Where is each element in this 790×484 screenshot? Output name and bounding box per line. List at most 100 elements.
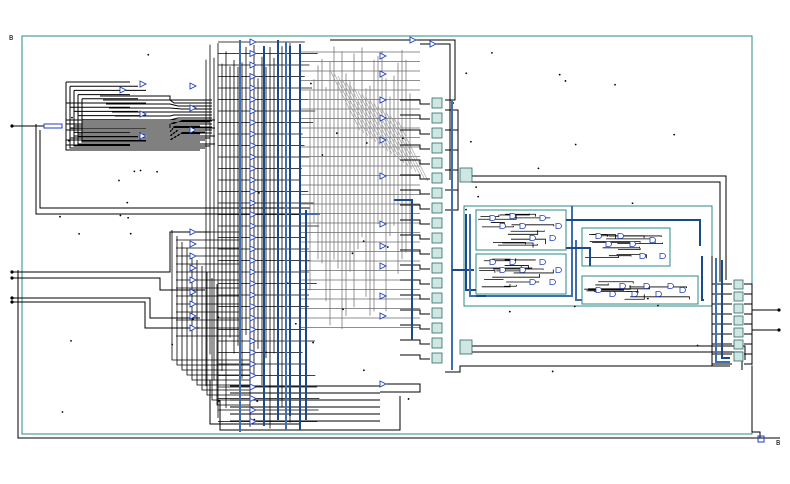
and-gate-icon (529, 279, 536, 285)
buffer-gate-icon (189, 300, 198, 308)
buffer-gate-icon (249, 256, 258, 265)
wire (100, 95, 212, 101)
wire-junction (696, 344, 699, 347)
buffer-gate-icon (249, 417, 258, 426)
mux-block-icon (733, 315, 744, 326)
mux-block-icon (431, 232, 443, 244)
buffer-gate-icon (189, 312, 198, 320)
wire (181, 242, 250, 371)
wire (400, 279, 430, 285)
bus-layer (239, 40, 730, 432)
wire (481, 226, 514, 228)
mux-block-icon (431, 307, 443, 319)
wire (361, 93, 393, 155)
top-left-label: B (9, 34, 13, 42)
and-gate-icon (649, 237, 656, 243)
output-port-icon (752, 435, 780, 443)
buffer-gate-icon (189, 228, 198, 236)
wire (593, 290, 639, 293)
buffer-gate-icon (409, 36, 418, 44)
wire (595, 283, 609, 286)
wire (341, 78, 373, 140)
wire (616, 254, 647, 259)
and-gate-icon (619, 283, 626, 289)
and-gate-icon (499, 267, 506, 273)
and-gate-icon (629, 241, 636, 247)
wire-junction (119, 214, 122, 217)
wire-junction (574, 143, 577, 146)
buffer-gate-icon (139, 110, 148, 118)
mux-block-icon (733, 303, 744, 314)
wire-junction (256, 400, 259, 402)
wire (499, 213, 530, 216)
buffer-gate-icon (249, 348, 258, 357)
buffer-gate-icon (189, 252, 198, 260)
buffer-gate-icon (249, 279, 258, 288)
wire-junction (402, 137, 404, 140)
wire-junction (564, 80, 567, 82)
buffer-gate-icon (379, 70, 388, 78)
and-gate-icon (509, 259, 516, 265)
wire-junction (362, 240, 365, 243)
input-port-icon (10, 270, 36, 274)
wire (393, 117, 425, 179)
wire-junction (573, 305, 576, 308)
wire (470, 345, 746, 360)
wire (381, 108, 413, 170)
wire-junction (558, 73, 561, 76)
buffer-gate-icon (379, 114, 388, 122)
buffer-gate-icon (189, 82, 198, 90)
wire-junction (312, 341, 314, 344)
wire-junction (407, 398, 410, 400)
wire-junction (71, 116, 73, 119)
wire-junction (253, 418, 256, 421)
wire (133, 132, 212, 141)
buffer-gate-icon (249, 49, 258, 58)
mux-block-icon (459, 167, 473, 183)
wire (400, 159, 430, 165)
wire-junction (475, 186, 478, 189)
wire (394, 199, 413, 340)
wire (711, 256, 730, 367)
wire (36, 277, 205, 291)
wire-junction (118, 179, 120, 182)
wire (206, 272, 250, 396)
mux-block-icon (733, 279, 744, 290)
and-gate-icon (631, 291, 638, 297)
wire (470, 175, 727, 280)
buffer-gate-icon (249, 164, 258, 173)
bottom-right-label: B (776, 439, 780, 447)
input-port-icon (10, 123, 63, 129)
wire (497, 244, 538, 246)
and-gate-icon (489, 259, 496, 265)
wire (744, 303, 753, 310)
wire (602, 246, 640, 249)
and-gate-icon (595, 233, 602, 239)
buffer-gate-icon (249, 95, 258, 104)
buffer-gate-icon (249, 176, 258, 184)
wire (445, 176, 459, 211)
buffer-gate-icon (379, 312, 388, 320)
submodule-border-d (581, 275, 699, 305)
wire-junction (113, 102, 115, 105)
mux-block-icon (431, 262, 443, 274)
wire (81, 121, 210, 141)
buffer-gate-icon (189, 264, 198, 272)
and-gate-icon (659, 253, 666, 259)
wire (715, 258, 730, 363)
wire (39, 130, 310, 209)
wire-junction (310, 82, 312, 85)
wire (73, 125, 200, 133)
buffer-gate-icon (249, 360, 258, 368)
wire (479, 270, 496, 273)
wire (513, 269, 554, 274)
mux-block-icon (431, 322, 443, 334)
wire-junction (465, 72, 468, 75)
mux-block-icon (733, 351, 744, 362)
mux-block-icon (733, 291, 744, 302)
and-gate-icon (539, 259, 546, 265)
and-gate-icon (667, 283, 674, 289)
buffer-gate-icon (429, 40, 438, 48)
wire (630, 296, 690, 300)
